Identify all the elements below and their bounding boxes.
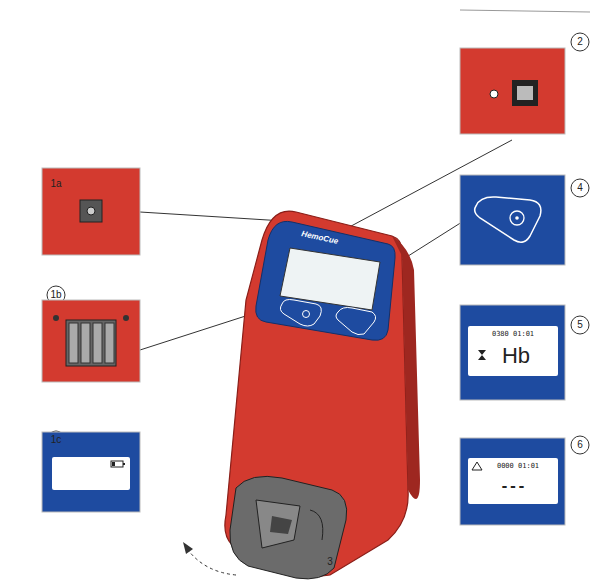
display-readout: Hb bbox=[502, 345, 530, 367]
callout-number: 6 bbox=[571, 440, 589, 450]
display-readout: 0000 01:01 bbox=[497, 463, 539, 470]
callout-number: 3 bbox=[321, 557, 339, 567]
callout-number: 2 bbox=[571, 37, 589, 47]
display-readout: 0380 01:01 bbox=[492, 331, 534, 338]
display-readout: --- bbox=[500, 479, 525, 493]
callout-number: 5 bbox=[571, 320, 589, 330]
callout-number: 1b bbox=[47, 290, 65, 300]
callout-number: 4 bbox=[571, 183, 589, 193]
callout-number: 1a bbox=[47, 179, 65, 189]
callout-number: 1c bbox=[47, 435, 65, 445]
